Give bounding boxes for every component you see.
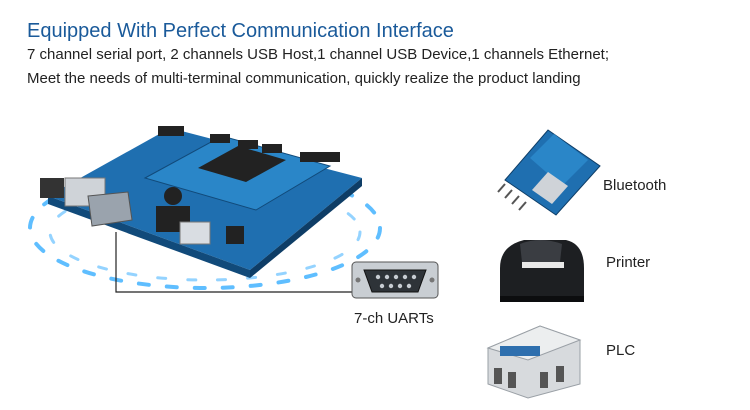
device-label-bluetooth: Bluetooth xyxy=(603,177,667,194)
page-title: Equipped With Perfect Communication Inte… xyxy=(27,20,454,42)
uart-label: 7-ch UARTs xyxy=(354,310,434,327)
device-label-plc: PLC xyxy=(606,342,636,359)
description-line-1: 7 channel serial port, 2 channels USB Ho… xyxy=(27,46,609,63)
plc-icon xyxy=(486,325,582,399)
db9-connector-icon xyxy=(351,261,439,299)
dev-board-image xyxy=(40,126,362,278)
description-line-2: Meet the needs of multi-terminal communi… xyxy=(27,70,581,87)
bluetooth-module-icon xyxy=(497,129,601,216)
device-label-printer: Printer xyxy=(606,254,651,271)
printer-icon xyxy=(500,240,584,302)
callout-line xyxy=(115,232,352,293)
